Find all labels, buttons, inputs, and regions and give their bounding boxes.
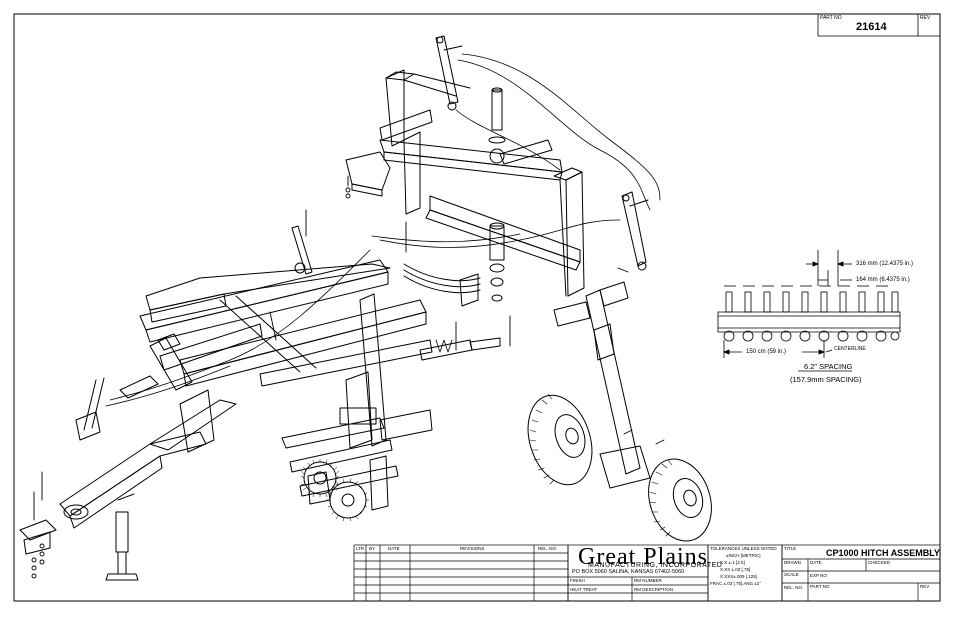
tolerance-line-4: X.XX ±.03 [.75] xyxy=(720,567,751,572)
rev-label: REV xyxy=(920,15,931,21)
scale-label: SCALE xyxy=(784,572,799,577)
row-units xyxy=(723,285,900,342)
checked-label: CHECKED xyxy=(868,560,891,565)
finish-label: FINISH xyxy=(570,578,585,583)
rm-number-label: RM NUMBER xyxy=(634,578,662,583)
gauge-wheel-arm xyxy=(553,281,651,489)
drawn-label: DRAWN xyxy=(784,560,801,565)
part-number-box xyxy=(817,14,940,37)
company-address: PO BOX 5060 SALINA, KANSAS 67402-5060 xyxy=(572,569,685,575)
mid-tower xyxy=(339,293,433,449)
tolerance-line-6: FRAC ±.03 [.75] ANG ±2° xyxy=(710,581,762,586)
company-subtitle: MANUFACTURING, INCORPORATED xyxy=(588,562,723,569)
spacing-metric: (157.9mm SPACING) xyxy=(790,375,862,384)
rm-description-label: RM DESCRIPTION xyxy=(634,587,674,592)
center-cylinder xyxy=(291,225,501,361)
tolerance-line-1: TOLERANCES UNLESS NOTED xyxy=(710,546,777,551)
gauge-wheels xyxy=(527,393,712,542)
title-block-grid xyxy=(353,544,941,602)
pivot-post xyxy=(488,87,506,302)
rev-header-by: BY xyxy=(369,546,376,551)
top-cylinders xyxy=(435,35,649,271)
bolt-stack-left xyxy=(31,471,45,579)
part-no-label: PART NO xyxy=(820,15,842,21)
heat-treat-label: HEAT TREAT xyxy=(570,587,598,592)
tongue xyxy=(59,389,237,529)
rev-header-ltr: LTR xyxy=(356,546,365,551)
exp-no-label: EXP NO xyxy=(810,573,827,578)
row-spacing-detail xyxy=(717,250,901,372)
hitch-assembly-drawing xyxy=(19,35,712,581)
rev-header-rel-no: REL. NO. xyxy=(538,546,558,551)
dimension-164: 164 mm (6.4375 in.) xyxy=(856,277,910,283)
part-no-label-bottom: PART NO xyxy=(810,584,830,589)
mast-frame xyxy=(379,69,585,297)
spacing-title: 6.2" SPACING xyxy=(804,362,853,371)
part-number: 21614 xyxy=(856,21,887,33)
tolerance-line-5: X.XXX±.005 [.125] xyxy=(720,574,757,579)
title-label: TITLE xyxy=(784,546,797,551)
hydraulic-hoses xyxy=(105,53,661,407)
hardware-bolts xyxy=(269,175,665,445)
rev-label-bottom: REV xyxy=(920,584,930,589)
sheet-border xyxy=(13,13,941,602)
tolerance-line-2: ±INCH [METRIC] xyxy=(726,553,761,558)
dimension-316: 316 mm (12.4375 in.) xyxy=(856,261,914,267)
hose-couplers xyxy=(75,333,193,441)
coulter-subframe xyxy=(281,417,399,522)
tolerance-line-3: X.X ±.1 [2.5] xyxy=(720,560,745,565)
main-frame-beam xyxy=(139,259,433,387)
drawing-title: CP1000 HITCH ASSEMBLY xyxy=(826,548,940,558)
jack-stand xyxy=(19,493,139,581)
spring-bracket xyxy=(403,263,481,307)
centerline-label: CENTERLINE xyxy=(834,346,866,352)
rev-header-revisions: REVISIONS xyxy=(460,546,485,551)
dimension-150: 150 cm (59 in.) xyxy=(746,349,787,355)
rev-header-date: DATE xyxy=(388,546,400,551)
rel-no-label: REL. NO. xyxy=(784,585,804,590)
saddle-bracket xyxy=(345,151,391,197)
company-name: Great Plains xyxy=(578,544,708,570)
date-label: DATE xyxy=(810,560,822,565)
